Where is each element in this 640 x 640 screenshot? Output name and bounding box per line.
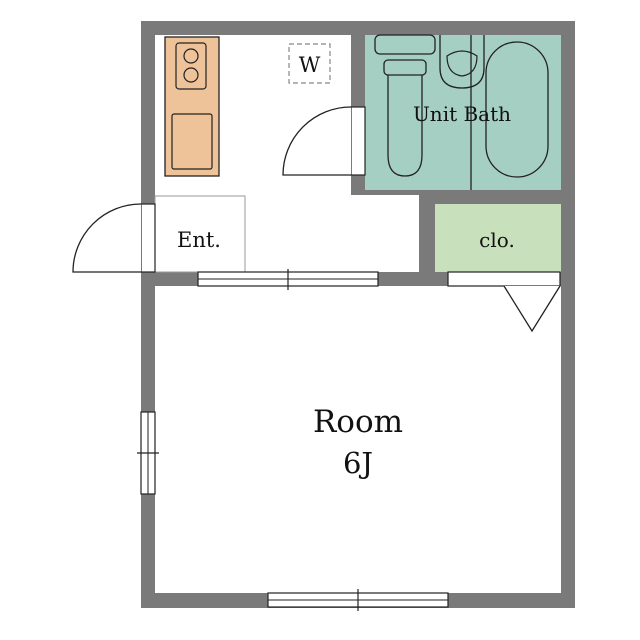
toilet-tank-icon — [374, 34, 436, 55]
bath-fixtures: Unit Bath — [374, 34, 549, 190]
closet-door[interactable] — [447, 271, 561, 333]
washbasin-icon — [439, 35, 485, 89]
washer-space-icon: W — [288, 43, 331, 84]
kitchen-counter — [164, 36, 220, 177]
sliding-door[interactable] — [197, 269, 379, 290]
bath-label: Unit Bath — [413, 102, 511, 126]
entrance-area: Ent. — [154, 195, 246, 273]
bathtub-icon — [470, 35, 549, 190]
bath-door[interactable] — [282, 106, 366, 176]
window-icon — [137, 411, 159, 495]
sink-icon — [171, 113, 213, 170]
window-icon — [267, 589, 449, 611]
closet-area — [435, 204, 561, 272]
stove-icon — [175, 42, 207, 90]
bath-area — [365, 35, 561, 190]
room-name-label: Room — [313, 404, 403, 440]
entrance-door[interactable] — [72, 203, 156, 273]
door-swing-icon — [72, 203, 142, 273]
entrance-label: Ent. — [177, 228, 221, 252]
main-room-floor — [155, 286, 561, 593]
door-swing-icon — [282, 106, 352, 176]
washer-label: W — [299, 53, 321, 77]
room-size-label: 6J — [343, 446, 373, 480]
closet-label: clo. — [479, 228, 515, 252]
door-swing-icon — [503, 285, 561, 333]
toilet-icon — [383, 59, 427, 177]
